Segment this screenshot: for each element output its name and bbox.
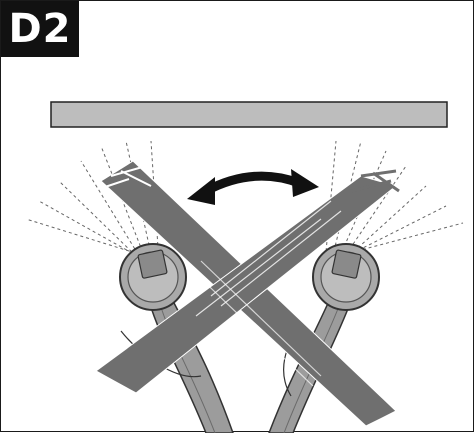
step-label: D2 (1, 1, 79, 57)
ceiling-bar-icon (50, 101, 448, 128)
rotate-arrow-icon (187, 169, 319, 205)
do-not-cross-icon (95, 160, 400, 427)
